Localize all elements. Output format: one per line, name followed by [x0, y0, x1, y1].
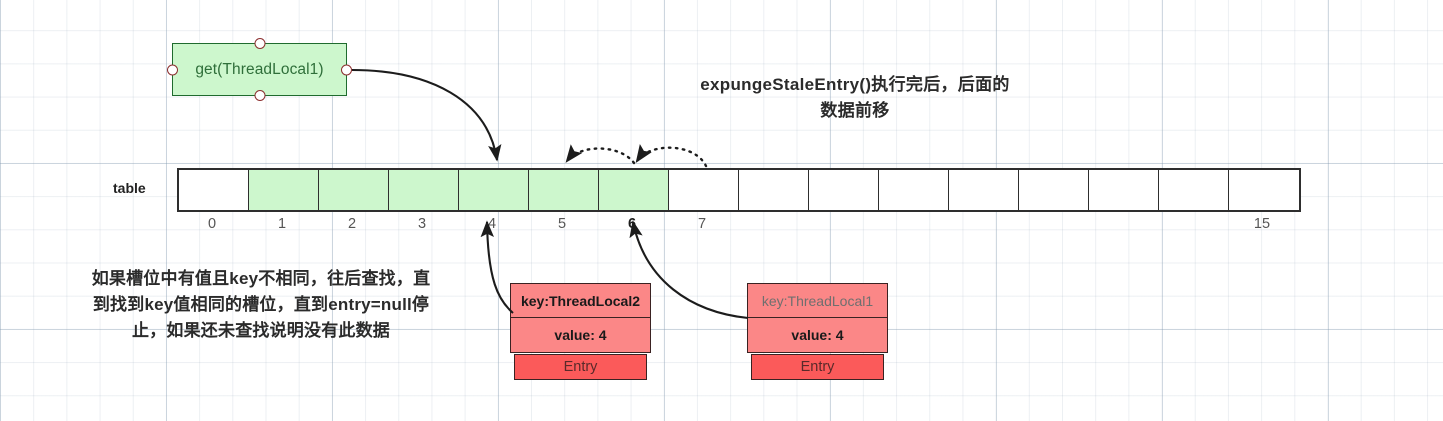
diagram-heading: expungeStaleEntry()执行完后，后面的数据前移	[700, 72, 1010, 125]
connector-get-to-slot4	[351, 68, 502, 162]
table-index-3: 3	[417, 216, 427, 232]
diagram-heading-text: expungeStaleEntry()执行完后，后面的数据前移	[700, 75, 1010, 121]
connection-handle-bottom-icon[interactable]	[254, 90, 265, 101]
caption-line-1: 如果槽位中有值且key不相同，往后查找，直	[91, 269, 431, 288]
entry-box-threadlocal1[interactable]: key:ThreadLocal1 value: 4 Entry	[747, 283, 888, 380]
entry-box-threadlocal2[interactable]: key:ThreadLocal2 value: 4 Entry	[510, 283, 651, 380]
table-cell-11[interactable]	[949, 170, 1019, 210]
caption-line-3: 止，如果还未查找说明没有此数据	[132, 320, 390, 340]
caption-line-2: 到找到key值相同的槽位，直到entry=null停	[92, 294, 430, 314]
table-index-5: 5	[557, 216, 567, 232]
entry-footer-label: Entry	[514, 354, 647, 380]
table-index-1: 1	[277, 216, 287, 232]
table-cell-7[interactable]	[669, 170, 739, 210]
table-cell-14[interactable]	[1159, 170, 1229, 210]
table-cell-9[interactable]	[809, 170, 879, 210]
entry-key-label: key:ThreadLocal2	[510, 283, 651, 318]
table-label: table	[113, 180, 146, 196]
table-cell-13[interactable]	[1089, 170, 1159, 210]
connection-handle-left-icon[interactable]	[167, 64, 178, 75]
entry-footer-label: Entry	[751, 354, 884, 380]
connector-shift-6-to-5	[565, 144, 636, 165]
connector-shift-7-to-6	[635, 144, 708, 168]
table-cell-15[interactable]	[1229, 170, 1299, 210]
table-index-6: 6	[627, 216, 637, 232]
table-index-7: 7	[697, 216, 707, 232]
table-cell-1[interactable]	[249, 170, 319, 210]
table-index-15: 15	[1253, 216, 1271, 232]
entry-value-label: value: 4	[747, 318, 888, 353]
table-cell-6[interactable]	[599, 170, 669, 210]
method-call-box[interactable]: get(ThreadLocal1)	[167, 38, 352, 101]
table-index-0: 0	[207, 216, 217, 232]
entry-key-label: key:ThreadLocal1	[747, 283, 888, 318]
table-index-2: 2	[347, 216, 357, 232]
table-cell-5[interactable]	[529, 170, 599, 210]
table-row	[177, 168, 1301, 212]
entry-value-label: value: 4	[510, 318, 651, 353]
table-cell-8[interactable]	[739, 170, 809, 210]
table-cell-2[interactable]	[319, 170, 389, 210]
table-cell-10[interactable]	[879, 170, 949, 210]
table-cell-4[interactable]	[459, 170, 529, 210]
connection-handle-top-icon[interactable]	[254, 38, 265, 49]
search-rule-caption: 如果槽位中有值且key不相同，往后查找，直 到找到key值相同的槽位，直到ent…	[36, 266, 486, 343]
method-call-label: get(ThreadLocal1)	[195, 60, 324, 78]
table-cell-3[interactable]	[389, 170, 459, 210]
table-index-4: 4	[487, 216, 497, 232]
table-cell-12[interactable]	[1019, 170, 1089, 210]
table-cell-0[interactable]	[179, 170, 249, 210]
connection-handle-right-icon[interactable]	[341, 64, 352, 75]
